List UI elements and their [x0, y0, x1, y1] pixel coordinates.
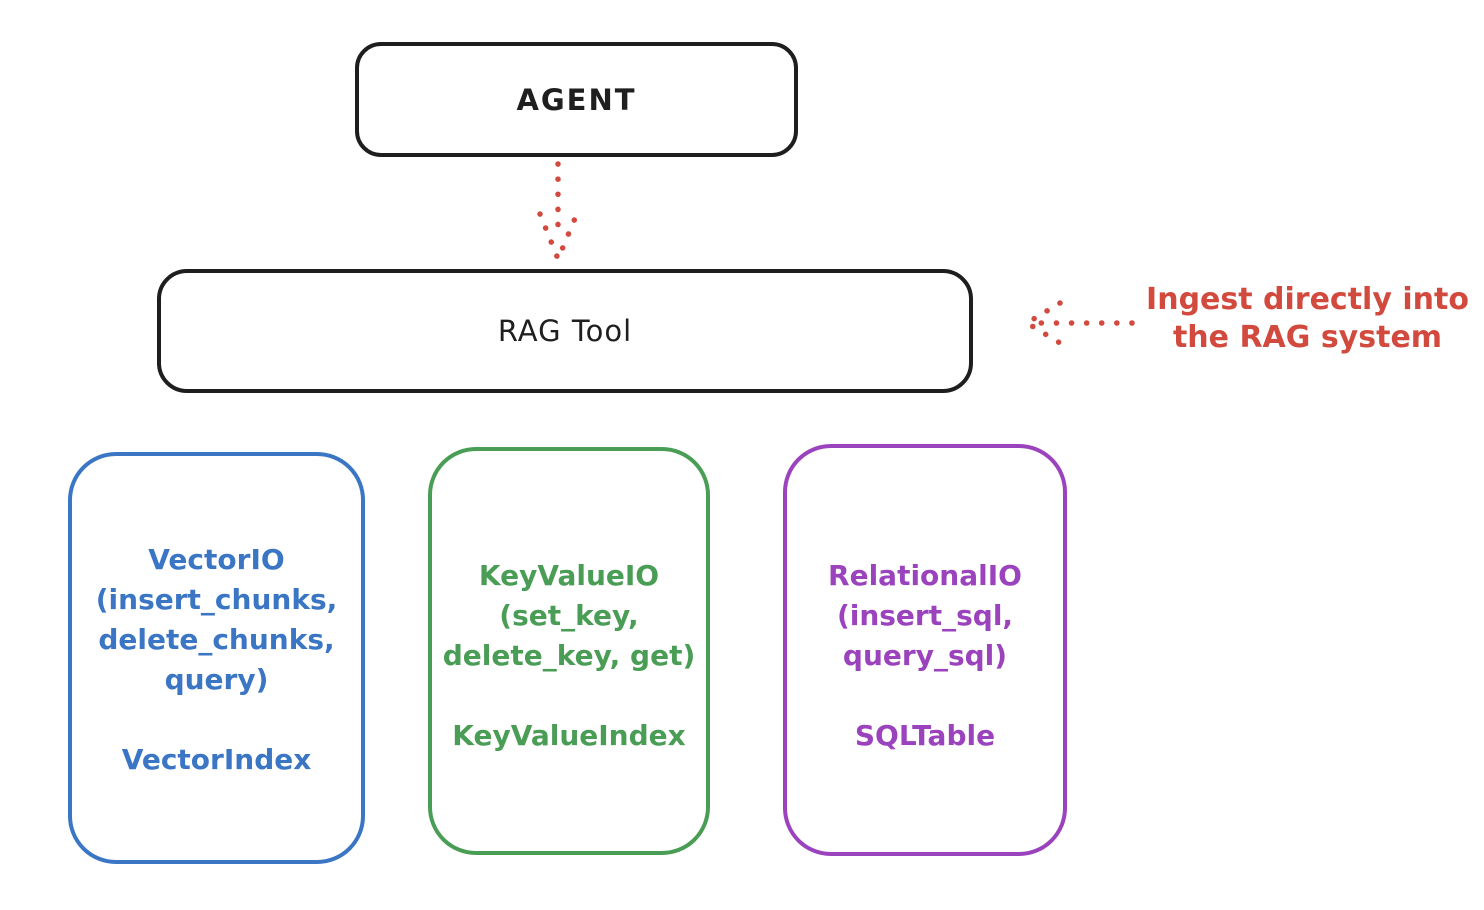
rag-tool-node: RAG Tool: [157, 269, 973, 393]
vector-io-card: VectorIO (insert_chunks, delete_chunks, …: [68, 452, 365, 864]
sql-table-label: SQLTable: [854, 719, 996, 752]
rag-tool-label: RAG Tool: [497, 314, 633, 348]
ingest-arrow-icon: [1021, 300, 1135, 346]
down-arrow-head: [537, 211, 579, 267]
relational-io-card: RelationalIO (insert_sql, query_sql) SQL…: [783, 444, 1067, 856]
keyvalue-index-label: KeyValueIndex: [452, 719, 686, 752]
ingest-arrow-head: [1021, 300, 1063, 346]
keyvalue-io-card: KeyValueIO (set_key, delete_key, get) Ke…: [428, 447, 710, 855]
down-arrow-icon: [537, 161, 579, 267]
agent-node: AGENT: [355, 42, 798, 157]
vector-io-label: VectorIO (insert_chunks, delete_chunks, …: [95, 543, 338, 696]
agent-label: AGENT: [516, 82, 637, 117]
relational-io-label: RelationalIO (insert_sql, query_sql): [828, 559, 1022, 672]
keyvalue-io-label: KeyValueIO (set_key, delete_key, get): [442, 559, 696, 672]
ingest-annotation: Ingest directly into the RAG system: [1146, 282, 1469, 355]
vector-index-label: VectorIndex: [121, 743, 312, 776]
